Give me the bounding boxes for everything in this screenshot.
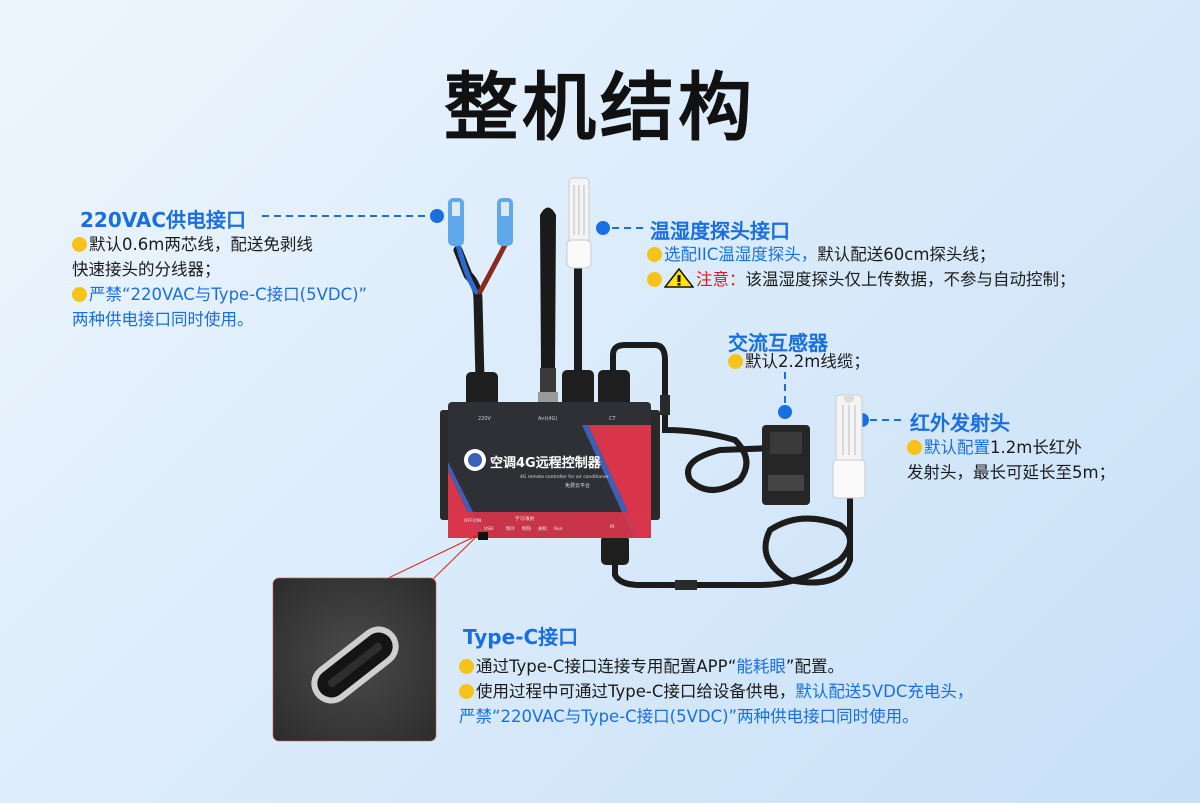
bullet-icon (647, 247, 662, 262)
ct-heading: 交流互感器 (728, 331, 828, 355)
page-title: 整机结构 (444, 65, 756, 151)
bullet-icon (907, 440, 922, 455)
cable-glands (466, 370, 630, 565)
ct-callout-dot (778, 405, 792, 419)
svg-text:制热: 制热 (522, 525, 531, 532)
controller-device: 空调4G远程控制器 4G remote controller for air c… (440, 402, 660, 538)
ir-description: 默认配置1.2m长红外 发射头，最长可延长至5m； (907, 438, 1116, 482)
svg-text:Run: Run (554, 526, 563, 532)
svg-text:制冷: 制冷 (506, 525, 515, 532)
power-callout-dot (430, 209, 444, 223)
probe-heading: 温湿度探头接口 (650, 219, 790, 243)
svg-text:4G remote controller for air c: 4G remote controller for air conditioner (520, 474, 609, 480)
bullet-icon (728, 354, 743, 369)
probe-callout-dot (596, 221, 610, 235)
svg-text:IR: IR (610, 524, 614, 530)
svg-text:220V: 220V (478, 416, 492, 422)
svg-text:学习/发射: 学习/发射 (515, 515, 535, 522)
svg-text:USB: USB (484, 526, 493, 532)
typec-port-marker (478, 532, 488, 540)
bullet-icon (647, 272, 662, 287)
svg-text:OFF/ON: OFF/ON (464, 518, 481, 524)
typec-description: 通过Type-C接口连接专用配置APP“能耗眼”配置。 使用过程中可通过Type… (459, 657, 974, 726)
inset-pointer-lines (379, 534, 479, 583)
svg-text:CT: CT (609, 416, 616, 422)
typec-heading: Type-C接口 (463, 625, 579, 649)
svg-text:免费云平台: 免费云平台 (565, 482, 590, 489)
bullet-icon (72, 287, 87, 302)
ct-cable-connector (660, 395, 670, 415)
ct-description: 默认2.2m线缆； (728, 349, 870, 374)
ct-cable (610, 342, 778, 493)
svg-text:关机: 关机 (538, 525, 547, 532)
power-heading: 220VAC供电接口 (80, 208, 247, 232)
spade-connector-icon (448, 198, 513, 246)
probe-description: 选配IIC温湿度探头，默认配送60cm探头线； 注意：该温湿度探头仅上传数据，不… (647, 242, 1076, 292)
bullet-icon (459, 659, 474, 674)
temperature-probe-icon (566, 177, 592, 385)
ir-heading: 红外发射头 (910, 411, 1010, 435)
power-description: 默认0.6m两芯线，配送免剥线 快速接头的分线器； 严禁“220VAC与Type… (72, 235, 368, 329)
current-transformer-icon (762, 425, 810, 505)
bullet-icon (72, 237, 87, 252)
warning-icon (664, 268, 694, 288)
power-cable (453, 242, 508, 385)
typec-port-closeup (272, 577, 437, 742)
antenna-icon (538, 207, 558, 404)
callout-lines (262, 215, 905, 421)
device-name: 空调4G远程控制器 (490, 455, 602, 471)
ir-emitter-icon (832, 393, 866, 499)
ir-cable-connector (675, 580, 697, 590)
ir-cable (612, 495, 853, 588)
svg-text:Ant(4G): Ant(4G) (538, 416, 558, 422)
bullet-icon (459, 684, 474, 699)
